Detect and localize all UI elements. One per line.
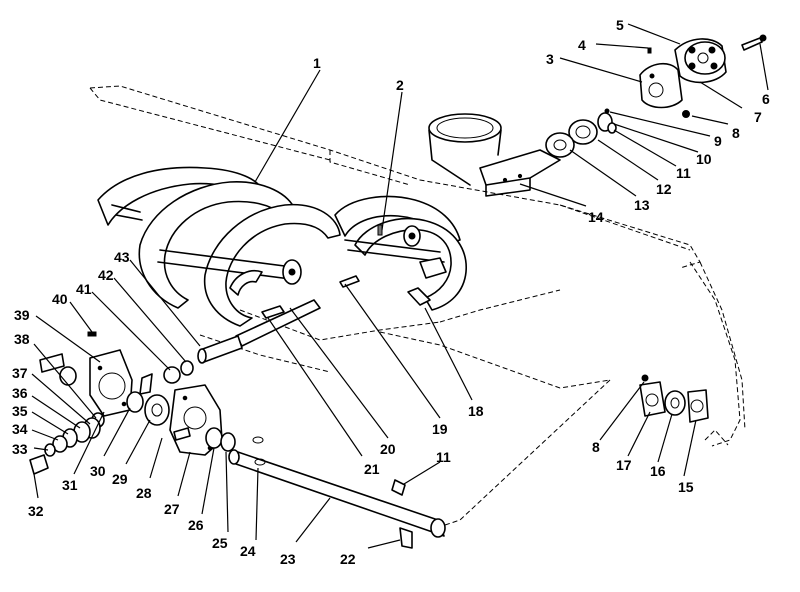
right-bearing-assembly	[545, 34, 767, 158]
callout-42: 42	[98, 267, 114, 283]
callout-19: 19	[432, 421, 448, 437]
callout-29: 29	[112, 471, 128, 487]
callout-4: 4	[578, 37, 586, 53]
housing-outline	[89, 85, 746, 531]
callout-22: 22	[340, 551, 356, 567]
callout-36: 36	[12, 385, 28, 401]
callout-40: 40	[52, 291, 68, 307]
callout-16: 16	[650, 463, 666, 479]
callout-21: 21	[364, 461, 380, 477]
auger-left	[97, 166, 341, 327]
callout-17: 17	[616, 457, 632, 473]
callout-27: 27	[164, 501, 180, 517]
callout-20: 20	[380, 441, 396, 457]
callout-7: 7	[754, 109, 762, 125]
auger-right	[334, 195, 467, 311]
callout-34: 34	[12, 421, 28, 437]
callout-32: 32	[28, 503, 44, 519]
callout-33: 33	[12, 441, 28, 457]
callout-3: 3	[546, 51, 554, 67]
right-end-bearing	[639, 374, 709, 423]
callout-23: 23	[280, 551, 296, 567]
callout-11b: 11	[436, 449, 451, 465]
callout-13: 13	[634, 197, 650, 213]
callout-24: 24	[240, 543, 256, 559]
callout-31: 31	[62, 477, 78, 493]
drive-shaft	[228, 436, 446, 549]
callout-28: 28	[136, 485, 152, 501]
callout-18: 18	[468, 403, 484, 419]
callout-8a: 8	[732, 125, 740, 141]
callout-14: 14	[588, 209, 604, 225]
callout-8b: 8	[592, 439, 600, 455]
callout-labels: 1 2 3 4 5 6 7 8 9 10 11 12 13 14 15 16 1…	[12, 17, 770, 567]
callout-35: 35	[12, 403, 28, 419]
callout-1: 1	[313, 55, 321, 71]
callout-41: 41	[76, 281, 92, 297]
callout-5: 5	[616, 17, 624, 33]
callout-11a: 11	[676, 165, 691, 181]
callout-25: 25	[212, 535, 228, 551]
callout-38: 38	[14, 331, 30, 347]
callout-2: 2	[396, 77, 404, 93]
callout-9: 9	[714, 133, 722, 149]
discharge-chute	[428, 113, 561, 197]
callout-37: 37	[12, 365, 28, 381]
callout-43: 43	[114, 249, 130, 265]
callout-10: 10	[696, 151, 712, 167]
callout-30: 30	[90, 463, 106, 479]
callout-12: 12	[656, 181, 672, 197]
callout-39: 39	[14, 307, 30, 323]
callout-6: 6	[762, 91, 770, 107]
gearbox-assembly	[29, 331, 236, 475]
leader-lines	[31, 23, 769, 549]
callout-15: 15	[678, 479, 694, 495]
callout-26: 26	[188, 517, 204, 533]
